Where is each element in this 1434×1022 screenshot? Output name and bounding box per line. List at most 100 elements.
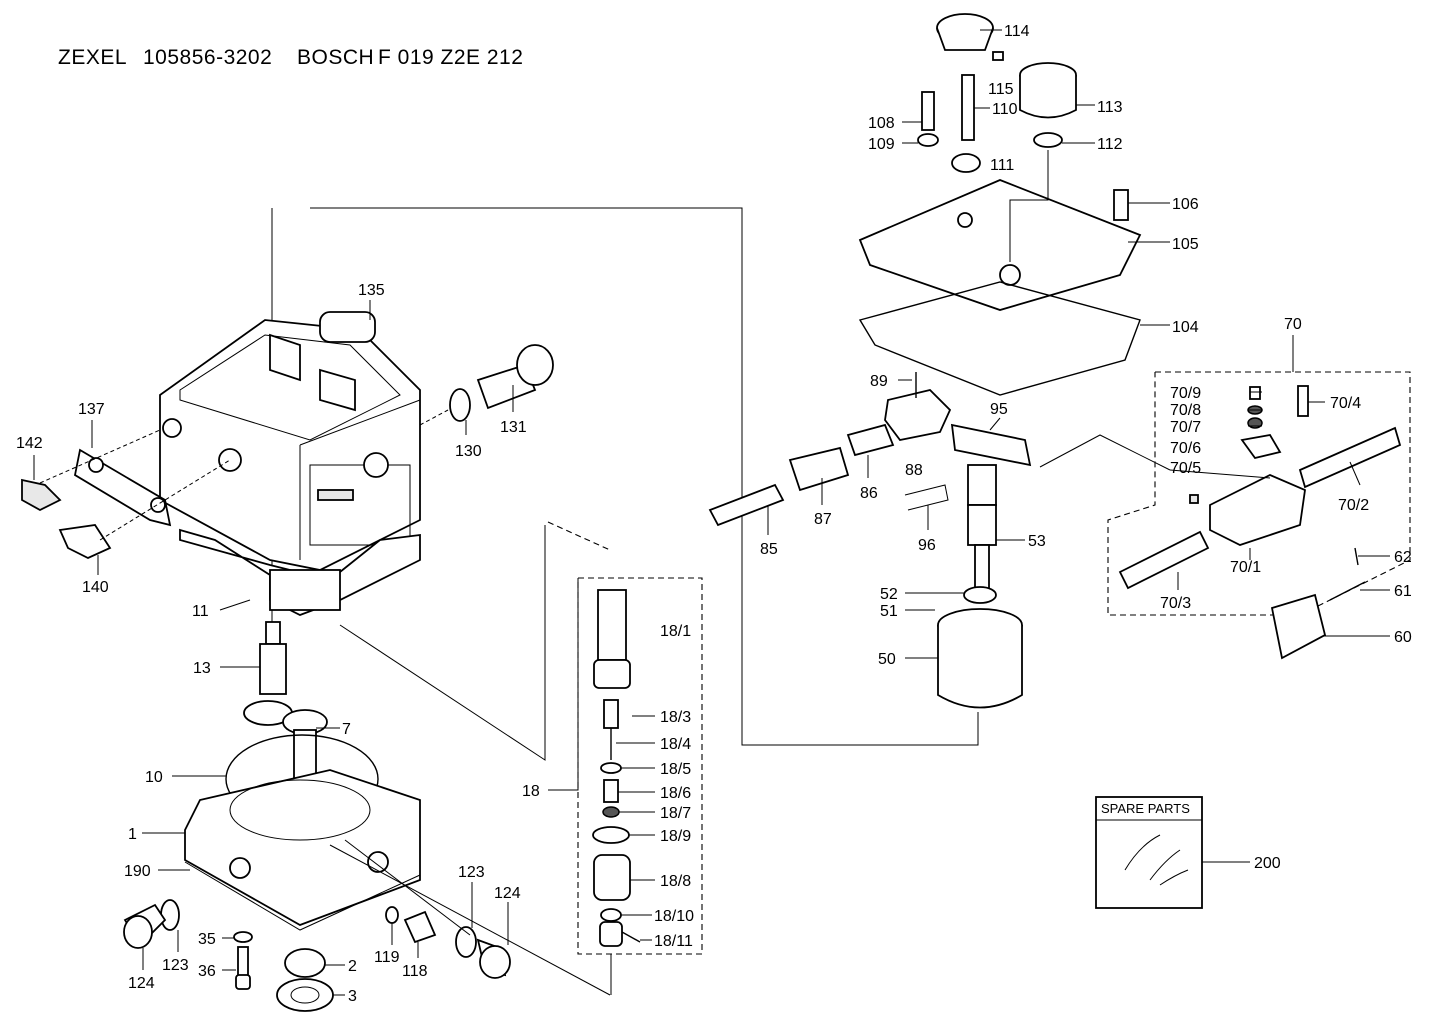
washer-130 [449,388,471,422]
gasket-190 [184,861,421,931]
housing-bore-front [162,418,182,438]
link-53-head [967,464,997,506]
leader-70-5 [1169,469,1271,479]
label-50: 50 [878,651,896,668]
label-53: 53 [1028,533,1046,550]
label-105: 105 [1172,236,1199,253]
shaft-13 [259,643,287,695]
label-119: 119 [374,949,400,966]
gasket-104 [858,281,1141,396]
spring-87 [788,446,850,492]
pump-body-port-left [229,857,251,879]
rod-53 [974,544,990,591]
leader-body-to-valve [329,844,611,996]
adjust-screw-110 [961,74,975,141]
label-112: 112 [1097,136,1123,153]
label-18-8: 18/8 [660,873,691,890]
label-118: 118 [402,963,428,980]
leader-113-to-cover [1009,150,1049,262]
washer-109 [917,133,939,147]
cap-113 [1019,75,1077,119]
housing-lug-1 [269,333,301,382]
weight-50 [937,625,1023,709]
label-70-9: 70/9 [1170,385,1201,402]
screw-70-9 [1249,386,1261,400]
washer-52 [963,586,997,604]
screw-115 [992,51,1004,61]
housing-bore-left [218,448,242,472]
label-70-1: 70/1 [1230,559,1261,576]
label-89: 89 [870,373,888,390]
label-140: 140 [82,579,109,596]
ring-119 [385,906,399,924]
shaft-85 [708,483,785,527]
spare-parts-box [1095,796,1203,909]
seal-112 [1033,132,1063,148]
label-142: 142 [16,435,43,452]
cover-hole [999,264,1021,286]
header-code-zexel: 105856-3202 [143,46,272,69]
leader-142-dash [39,429,161,484]
label-11: 11 [192,603,209,620]
label-70-2: 70/2 [1338,497,1369,514]
part-labels: 114 115 110 113 108 109 112 111 106 105 … [16,23,1412,1005]
lever-70-1 [1209,474,1306,546]
label-70-8: 70/8 [1170,402,1201,419]
header-brand-bosch: BOSCH [297,46,374,69]
label-86: 86 [860,485,878,502]
label-18-3: 18/3 [660,709,691,726]
washer-35 [233,931,253,943]
label-7: 7 [342,721,351,738]
cover-105 [858,179,1142,311]
pump-body-1 [184,769,421,926]
pin-70-5 [1189,494,1199,504]
label-70-6: 70/6 [1170,440,1201,457]
spring-18-6 [603,779,619,803]
label-18-4: 18/4 [660,736,691,753]
pump-body-bore [229,779,371,841]
leader-95-to-70 [1039,434,1171,471]
shaft-13-tip [265,621,281,645]
label-18-5: 18/5 [660,761,691,778]
header-code-bosch: F 019 Z2E 212 [378,46,523,69]
plate-95 [950,423,1032,467]
pin-18-11 [621,931,641,943]
clip-96 [904,484,949,511]
label-113: 113 [1097,99,1123,116]
label-62: 62 [1394,549,1412,566]
label-36: 36 [198,963,216,980]
group-70-box [1107,371,1411,616]
label-18-7: 18/7 [660,805,691,822]
screw-106 [1113,189,1129,221]
leader-valve-dashed [547,521,611,551]
label-70-7: 70/7 [1170,419,1201,436]
seal-18-9 [592,826,630,844]
screw-36 [237,946,249,978]
cover-plate-hole-2 [150,497,166,513]
bolt-108 [921,91,935,131]
label-111: 111 [990,157,1014,174]
spare-parts-title: SPARE PARTS [1101,801,1190,816]
cover-hole-2 [957,212,973,228]
housing-side-panel [309,464,411,546]
label-123-left: 123 [162,957,189,974]
housing-assembly [21,207,979,1012]
label-1: 1 [128,826,137,843]
plug-124-left-head [123,915,153,949]
label-18-1: 18/1 [660,623,691,640]
label-200: 200 [1254,855,1281,872]
fork-60 [1270,593,1327,660]
lever-88 [884,389,952,441]
washer-123-right [455,926,477,958]
lever-142 [21,478,62,512]
label-10: 10 [145,769,163,786]
label-18: 18 [522,783,540,800]
label-114: 114 [1004,23,1030,40]
header-brand-zexel: ZEXEL [58,46,127,69]
label-96: 96 [918,537,936,554]
leader-base-to-valve [339,525,546,761]
label-87: 87 [814,511,832,528]
housing-ear-135 [319,311,376,343]
cap-18-11 [599,921,623,947]
washer-18-5 [600,762,622,774]
